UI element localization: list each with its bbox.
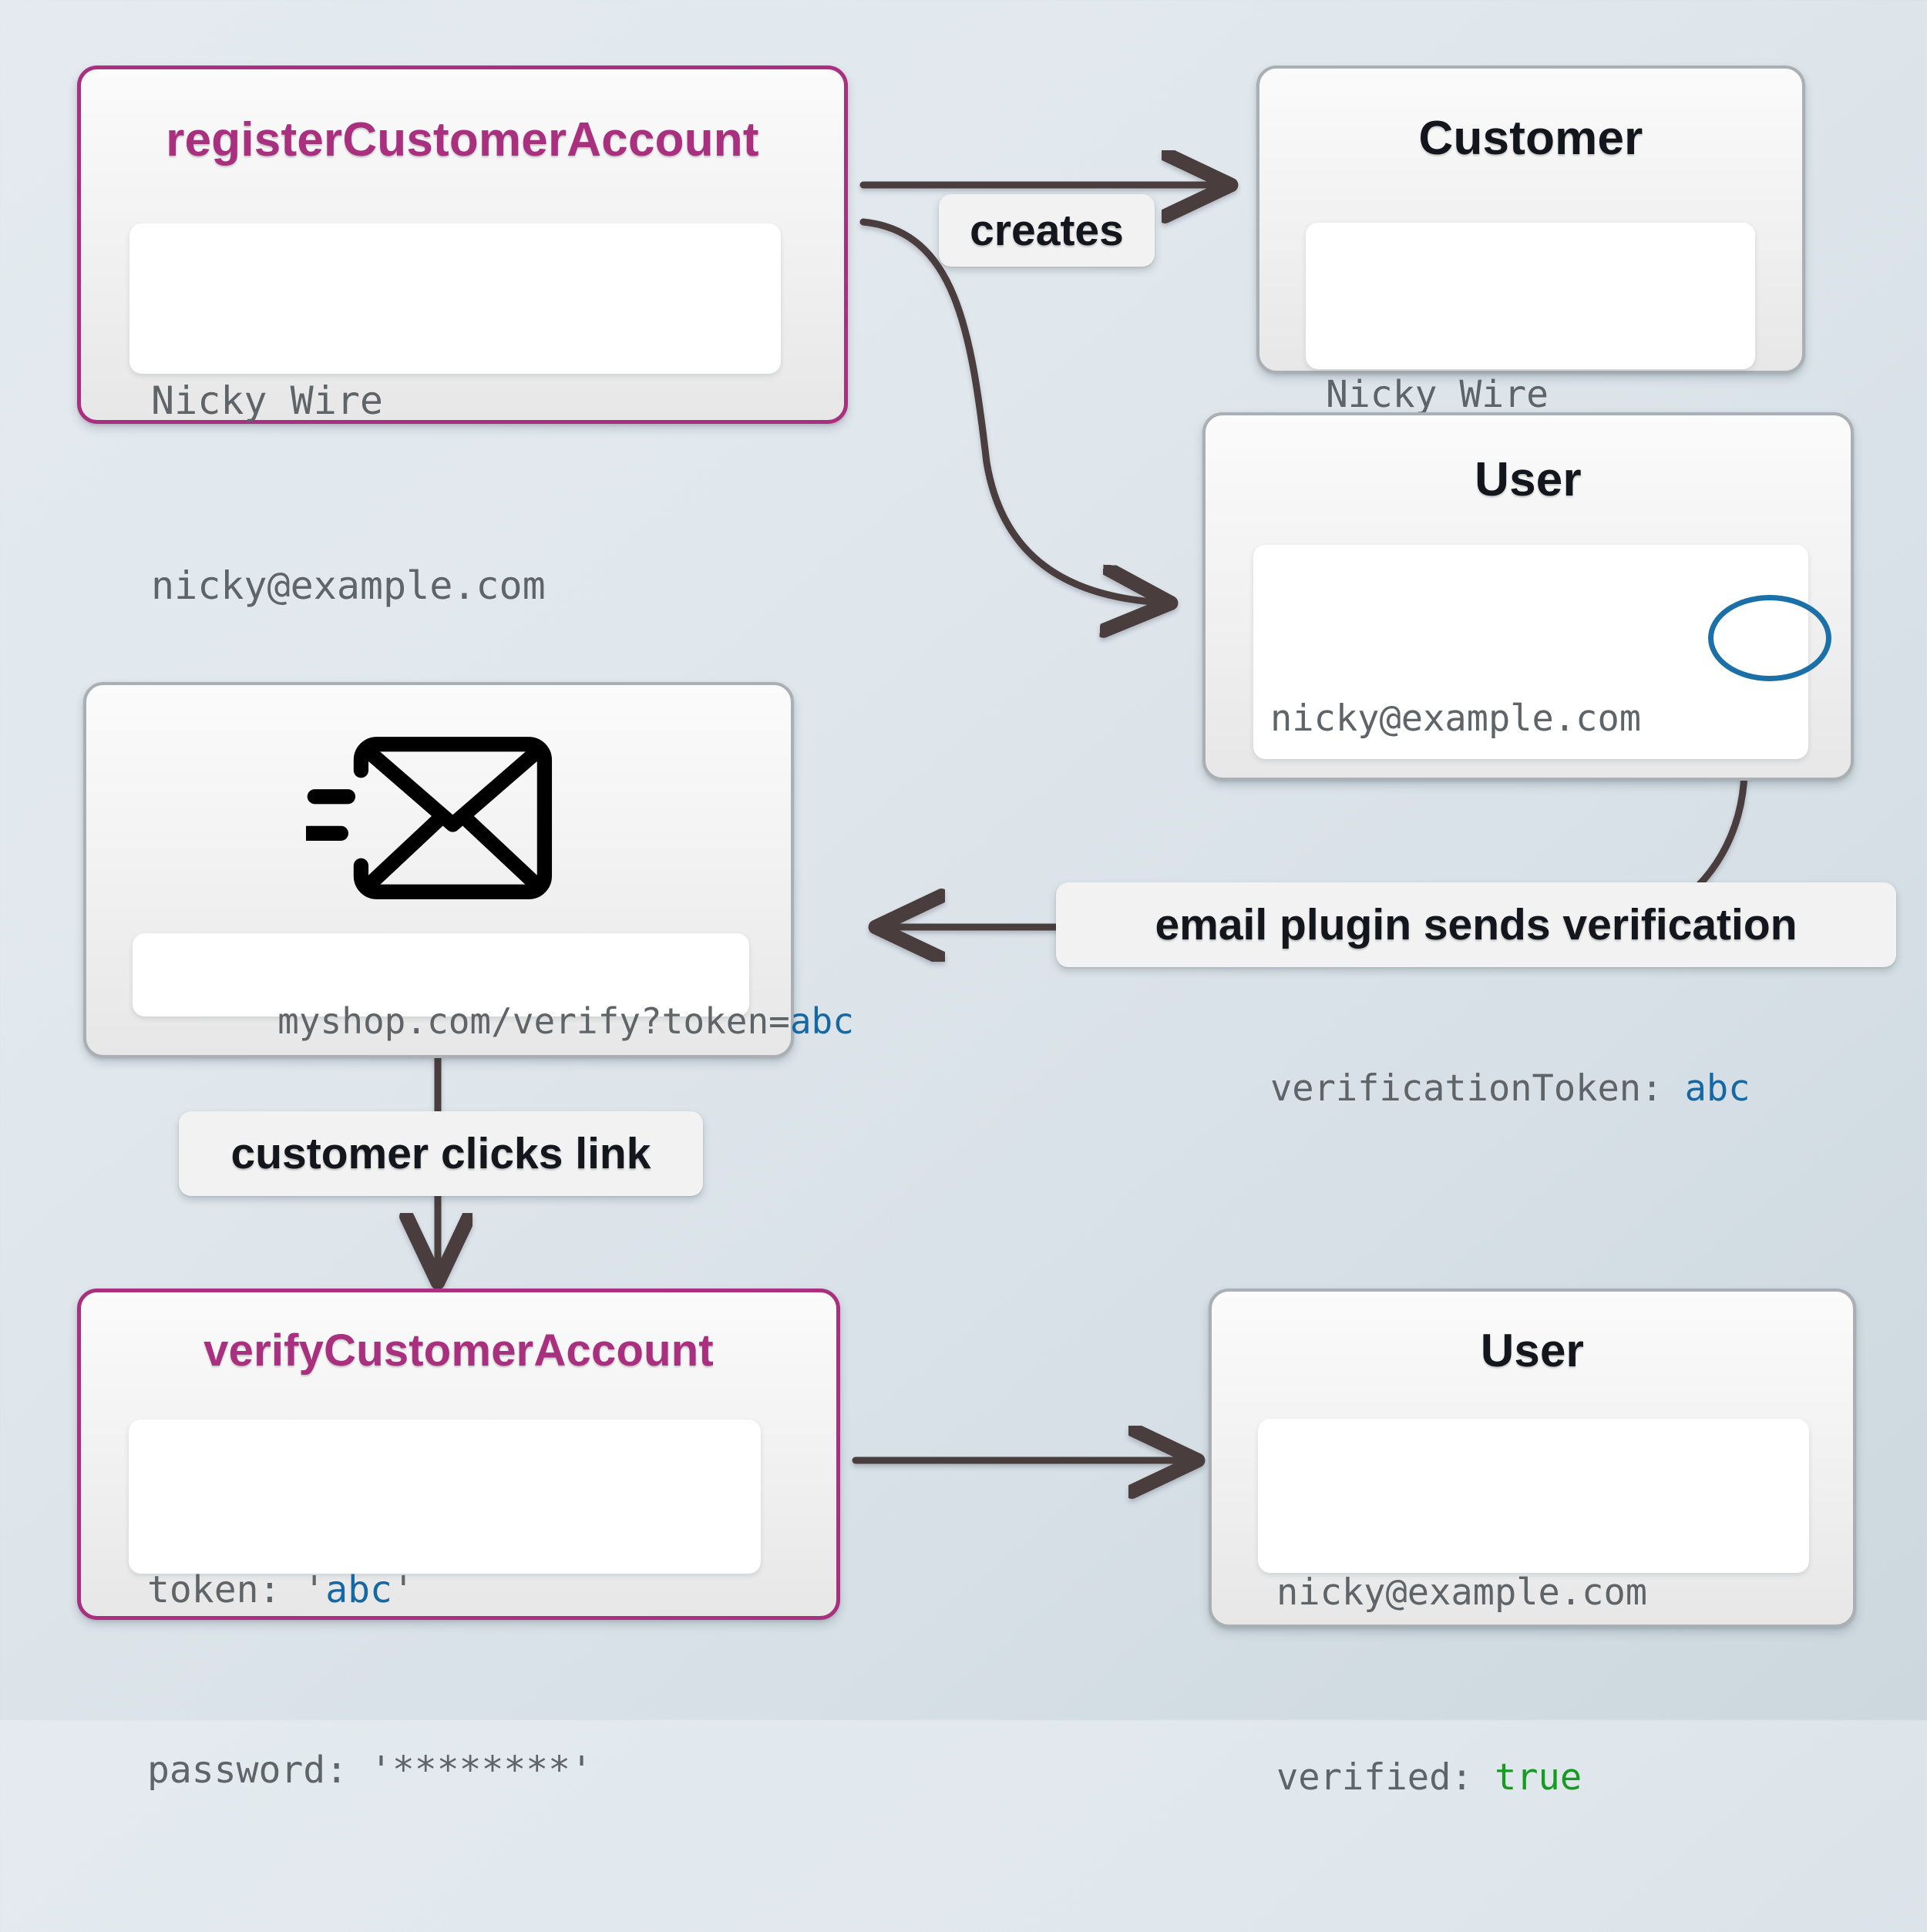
customer-field-name: Nicky Wire	[1326, 373, 1549, 416]
panel-verify-fields: token: 'abc' password: '********'	[129, 1420, 761, 1792]
node-user-verified[interactable]: User nicky@example.com verified: true	[1209, 1289, 1856, 1799]
panel-user-unverified-fields: nicky@example.com verified: false verifi…	[1253, 545, 1808, 1110]
email-link-prefix: myshop.com/verify?token=	[277, 1000, 790, 1042]
panel-user-verified-fields: nicky@example.com verified: true	[1258, 1419, 1809, 1799]
panel-email-link[interactable]: myshop.com/verify?token=abc	[133, 933, 854, 1042]
node-title-user-unverified: User	[1475, 453, 1582, 506]
verify-field-token-label: token:	[147, 1568, 304, 1611]
node-customer[interactable]: Customer Nicky Wire nicky@example.com	[1256, 66, 1805, 596]
user-verified-field-verified: verified: true	[1276, 1747, 1791, 1809]
edge-label-creates[interactable]: creates	[939, 194, 1155, 267]
verify-token-quote-close: '	[392, 1568, 415, 1611]
register-field-name: Nicky Wire	[151, 378, 384, 423]
node-title-user-verified: User	[1480, 1325, 1585, 1376]
user-field-email: nicky@example.com	[1270, 697, 1642, 740]
node-register-customer-account[interactable]: registerCustomerAccount Nicky Wire nicky…	[77, 66, 848, 608]
verify-password-quote-open: '	[369, 1749, 392, 1792]
verify-field-password-label: password:	[147, 1749, 370, 1792]
user-verified-label: verified:	[1276, 1756, 1495, 1799]
register-field-email: nicky@example.com	[151, 563, 546, 608]
node-title-verify: verifyCustomerAccount	[203, 1326, 714, 1376]
edge-creates-user	[859, 218, 1164, 603]
node-title-customer: Customer	[1418, 112, 1643, 165]
panel-register-fields: Nicky Wire nicky@example.com	[129, 223, 781, 608]
verify-field-token: token: 'abc'	[147, 1560, 742, 1620]
diagram-canvas: registerCustomerAccount Nicky Wire nicky…	[77, 66, 1896, 1799]
node-email[interactable]: myshop.com/verify?token=abc	[83, 682, 854, 1058]
user-verified-value: true	[1494, 1756, 1582, 1799]
envelope-send-icon	[294, 727, 568, 909]
email-link-token: abc	[789, 1000, 854, 1042]
user-verified-field-email: nicky@example.com	[1276, 1571, 1648, 1614]
user-field-token-label: verificationToken:	[1270, 1067, 1685, 1110]
user-field-token: verificationToken: abc	[1270, 1058, 1791, 1120]
node-verify-customer-account[interactable]: verifyCustomerAccount token: 'abc' passw…	[77, 1289, 840, 1792]
node-user-unverified[interactable]: User nicky@example.com verified: false v…	[1202, 412, 1854, 1110]
verify-token-quote-open: '	[303, 1568, 326, 1611]
edge-label-clicks-link[interactable]: customer clicks link	[179, 1111, 703, 1196]
verify-password-quote-close: '	[570, 1749, 593, 1792]
panel-customer-fields: Nicky Wire nicky@example.com	[1306, 223, 1755, 596]
verify-field-token-value: abc	[325, 1568, 392, 1611]
verify-field-password-value: ********	[392, 1749, 571, 1792]
verify-field-password: password: '********'	[147, 1740, 742, 1800]
node-title-register: registerCustomerAccount	[166, 113, 759, 166]
user-field-token-value: abc	[1684, 1067, 1750, 1110]
edge-label-email-plugin[interactable]: email plugin sends verification	[1056, 882, 1896, 967]
